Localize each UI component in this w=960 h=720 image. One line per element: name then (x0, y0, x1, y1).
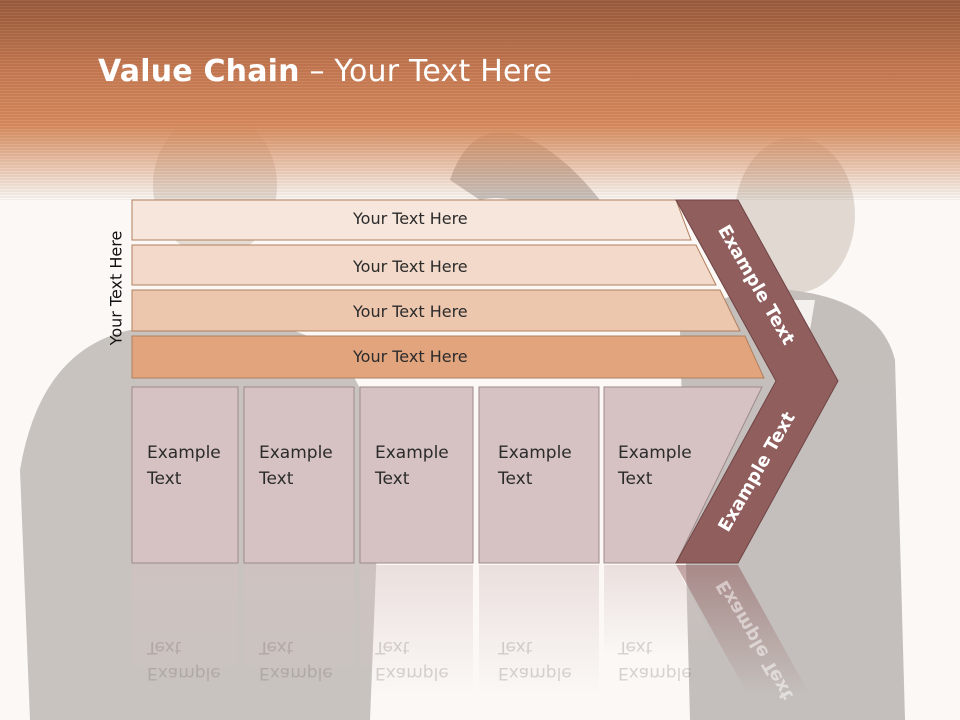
column-reflection-1 (132, 565, 238, 695)
column-reflection-text-2-line2: Text (259, 637, 294, 657)
title-dash: – (299, 54, 335, 89)
column-reflection-5 (604, 565, 720, 655)
side-label-text: Your Text Here (106, 230, 126, 346)
column-text-3-line2: Text (375, 469, 410, 489)
column-reflection-4 (479, 565, 599, 695)
column-text-2-line1: Example (259, 443, 333, 463)
column-text-5-line2: Text (618, 469, 653, 489)
title-subtitle: Your Text Here (334, 54, 553, 89)
column-reflection-2 (244, 565, 354, 695)
chevron-arrow[interactable] (675, 199, 839, 564)
column-reflection-text-2: Example Text (259, 634, 333, 686)
column-text-3-line1: Example (375, 443, 449, 463)
column-reflection-text-4-line1: Example (498, 663, 572, 683)
row-label-3: Your Text Here (353, 302, 468, 321)
row-label-4: Your Text Here (353, 347, 468, 366)
slide-title: Value Chain – Your Text Here (98, 54, 552, 89)
row-bar-1[interactable] (131, 199, 692, 241)
column-reflection-text-5-line2: Text (618, 637, 653, 657)
column-box-3[interactable] (359, 386, 474, 564)
column-reflection-text-5-line1: Example (618, 663, 692, 683)
column-text-1-line1: Example (147, 443, 221, 463)
column-text-2-line2: Text (259, 469, 294, 489)
column-text-5-line1: Example (618, 443, 692, 463)
column-reflection-text-3-line2: Text (375, 637, 410, 657)
column-reflection-text-1-line1: Example (147, 663, 221, 683)
column-box-4[interactable] (478, 386, 600, 564)
column-text-4-line2: Text (498, 469, 533, 489)
column-reflection-text-4: Example Text (498, 634, 572, 686)
row-bar-4[interactable] (131, 335, 765, 379)
column-reflection-text-5: Example Text (618, 634, 692, 686)
column-reflection-text-3: Example Text (375, 634, 449, 686)
row-bar-2[interactable] (131, 244, 717, 286)
column-reflection-text-1-line2: Text (147, 637, 182, 657)
chevron-reflection (676, 565, 810, 695)
title-bold: Value Chain (98, 54, 300, 89)
column-box-1[interactable] (131, 386, 239, 564)
column-box-2[interactable] (243, 386, 355, 564)
row-bar-3[interactable] (131, 289, 741, 332)
column-reflection-text-3-line1: Example (375, 663, 449, 683)
row-label-2: Your Text Here (353, 257, 468, 276)
row-label-1: Your Text Here (353, 209, 468, 228)
column-text-1-line2: Text (147, 469, 182, 489)
header-band (0, 0, 960, 200)
column-reflection-text-2-line1: Example (259, 663, 333, 683)
column-reflection-text-4-line2: Text (498, 637, 533, 657)
column-reflection-text-1: Example Text (147, 634, 221, 686)
column-text-4-line1: Example (498, 443, 572, 463)
column-reflection-3 (360, 565, 473, 695)
